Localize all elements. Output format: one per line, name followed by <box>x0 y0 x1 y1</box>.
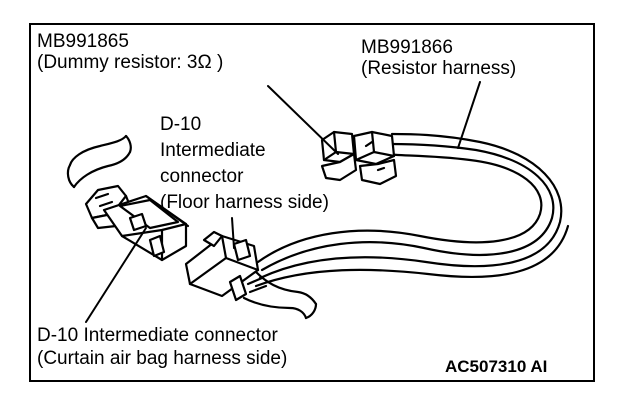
dummy-resistor <box>320 130 398 186</box>
figure-code: AC507310 AI <box>445 357 548 376</box>
curtain-connector-label-1: D-10 Intermediate connector <box>37 325 278 346</box>
leader-resistor <box>267 85 339 155</box>
leader-harness <box>457 81 481 149</box>
resistor-desc-label: (Dummy resistor: 3Ω ) <box>37 52 224 73</box>
floor-connector-label-2: Intermediate <box>160 140 266 161</box>
harness-desc-label: (Resistor harness) <box>361 58 517 79</box>
floor-side-connector <box>184 230 260 302</box>
leader-floor-connector <box>231 217 235 249</box>
resistor-part-label: MB991865 <box>37 31 129 52</box>
curtain-harness-cable <box>66 134 132 189</box>
floor-connector-label-3: connector <box>160 166 244 187</box>
curtain-connector-label-2: (Curtain air bag harness side) <box>37 348 288 369</box>
floor-connector-label-4: (Floor harness side) <box>160 192 329 213</box>
floor-connector-label-1: D-10 <box>160 114 202 135</box>
leader-curtain-connector <box>85 227 147 323</box>
harness-part-label: MB991866 <box>361 37 453 58</box>
leader-lines <box>85 81 481 323</box>
